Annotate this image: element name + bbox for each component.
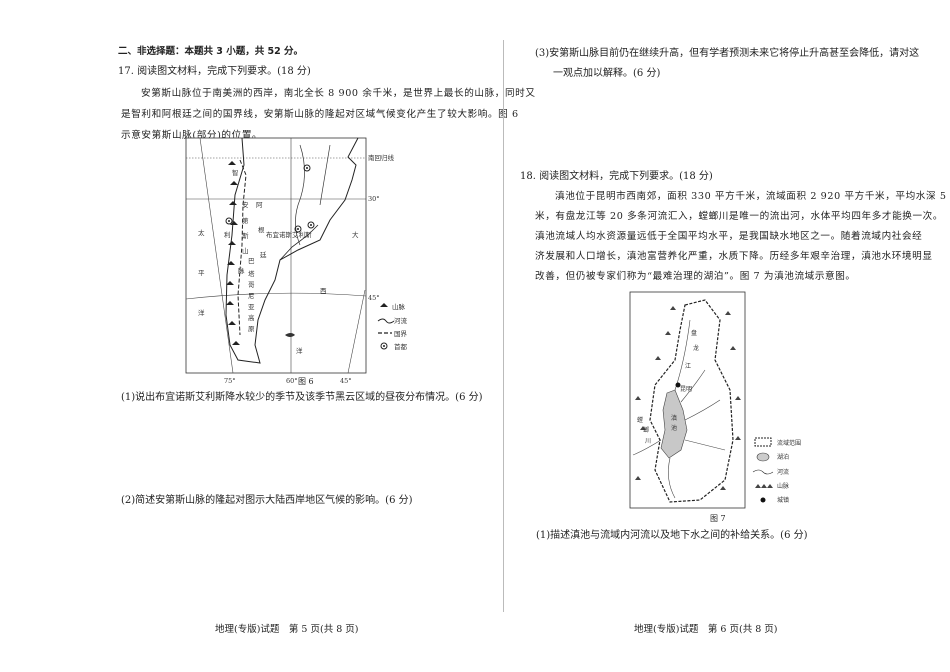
- q18-material-line: 滇池位于昆明市西南郊，面积 330 平方千米，流域面积 2 920 平方千米，平…: [555, 191, 947, 202]
- svg-text:亚: 亚: [248, 303, 255, 311]
- page-footer-5: 地理(专版)试题 第 5 页(共 8 页): [215, 624, 359, 635]
- basin-boundary: [649, 299, 734, 503]
- svg-text:螳: 螳: [637, 416, 643, 424]
- svg-text:盘: 盘: [691, 329, 697, 337]
- svg-text:西: 西: [320, 287, 327, 295]
- svg-text:根: 根: [258, 225, 265, 234]
- svg-text:山脉: 山脉: [777, 482, 789, 490]
- question-18-stem: 18. 阅读图文材料，完成下列要求。(18 分): [520, 171, 713, 182]
- svg-text:巴: 巴: [248, 257, 255, 265]
- svg-text:大: 大: [352, 230, 359, 239]
- svg-text:太: 太: [198, 228, 205, 237]
- lake-dianchi: [660, 389, 688, 459]
- q17-material-line: 示意安第斯山脉(部分)的位置。: [121, 130, 263, 141]
- svg-text:安: 安: [242, 200, 249, 209]
- svg-text:山脉: 山脉: [392, 302, 406, 311]
- svg-text:塔: 塔: [248, 269, 255, 278]
- capital-icon: [380, 342, 388, 350]
- lon-label: 75°: [224, 377, 236, 385]
- svg-text:城镇: 城镇: [777, 496, 789, 504]
- svg-text:原: 原: [248, 325, 255, 333]
- tropic-label: 南回归线: [368, 153, 395, 162]
- lat-label: 30°: [368, 195, 380, 203]
- lon-label: 60°: [286, 377, 298, 385]
- svg-text:川: 川: [645, 438, 651, 445]
- q17-sub3-line: 一观点加以解释。(6 分): [553, 68, 661, 79]
- svg-text:廷: 廷: [260, 250, 267, 259]
- svg-text:洋: 洋: [296, 346, 303, 355]
- section-title: 二、非选择题：本题共 3 小题，共 52 分。: [118, 46, 304, 57]
- figure-6-legend: 山脉 河流 国界 首都: [377, 302, 408, 351]
- svg-text:高: 高: [248, 313, 255, 322]
- page-divider: [503, 40, 504, 612]
- buenos-aires-label: 布宜诺斯艾利斯: [266, 230, 312, 239]
- mountain-icon: [380, 303, 388, 307]
- svg-text:阿: 阿: [256, 200, 263, 209]
- svg-text:龙: 龙: [693, 344, 699, 352]
- question-17-stem: 17. 阅读图文材料，完成下列要求。(18 分): [118, 66, 311, 77]
- svg-text:河流: 河流: [394, 316, 408, 325]
- svg-text:首都: 首都: [394, 342, 408, 351]
- basin-boundary-icon: [754, 437, 772, 447]
- q17-sub1: (1)说出布宜诺斯艾利斯降水较少的季节及该季节黑云区域的昼夜分布情况。(6 分): [121, 392, 483, 403]
- svg-text:河流: 河流: [777, 468, 789, 476]
- svg-text:斯: 斯: [242, 231, 249, 240]
- figure-7-caption: 图 7: [710, 514, 726, 523]
- svg-text:滇: 滇: [671, 414, 677, 422]
- lon-label: 45°: [340, 377, 352, 385]
- svg-text:江: 江: [685, 363, 691, 370]
- q17-material-line: 安第斯山脉位于南美洲的西岸，南北全长 8 900 余千米，是世界上最长的山脉，同…: [141, 88, 536, 99]
- svg-text:山: 山: [242, 246, 249, 255]
- svg-text:池: 池: [671, 424, 677, 432]
- svg-text:洋: 洋: [198, 308, 205, 317]
- svg-text:流域范围: 流域范围: [777, 439, 801, 447]
- q18-material-line: 滇池流域人均水资源量远低于全国平均水平，是我国缺水地区之一。随着流域内社会经: [535, 231, 923, 242]
- q17-material-line: 是智利和阿根廷之间的国界线，安第斯山脉的隆起对区域气候变化产生了较大影响。图 6: [121, 109, 519, 120]
- svg-text:平: 平: [198, 269, 205, 277]
- q18-material-line: 米，有盘龙江等 20 多条河流汇入，螳螂川是唯一的流出河，水体平均四年多才能换一…: [535, 211, 944, 222]
- kunming-label: 昆明: [680, 386, 692, 393]
- lake-icon: [756, 452, 770, 462]
- svg-text:国界: 国界: [394, 330, 408, 338]
- q18-material-line: 济发展和人口增长，滇池富营养化严重，水质下降。历经多年艰辛治理，滇池水环境明显: [535, 251, 933, 262]
- capital-marker: [225, 164, 315, 233]
- svg-text:利: 利: [224, 230, 231, 239]
- town-icon: [760, 497, 766, 503]
- figure-6-andes-map: 南回归线 30° 45° 75° 60° 45° 布宜诺斯艾利斯 智 利 阿 根…: [185, 137, 408, 385]
- svg-text:螂: 螂: [643, 426, 649, 434]
- river-icon: [752, 469, 774, 475]
- svg-text:尼: 尼: [248, 292, 255, 300]
- q18-sub1: (1)描述滇池与流域内河流以及地下水之间的补给关系。(6 分): [536, 530, 808, 541]
- q17-sub2: (2)简述安第斯山脉的隆起对图示大陆西岸地区气候的影响。(6 分): [121, 495, 413, 506]
- figure-7-dianchi-map: 盘 龙 江 昆明 滇 池 螳 螂 川 流域范围 湖泊 河流 山脉 城镇: [629, 291, 801, 509]
- svg-text:脉: 脉: [238, 266, 245, 275]
- q18-material-line: 改善，但仍被专家们称为“最难治理的湖泊”。图 7 为滇池流域示意图。: [535, 271, 856, 282]
- svg-text:湖泊: 湖泊: [777, 453, 789, 461]
- svg-text:哥: 哥: [248, 281, 255, 289]
- river-icon: [377, 318, 395, 324]
- mountain-icon: [755, 484, 773, 488]
- page-footer-6: 地理(专版)试题 第 6 页(共 8 页): [634, 624, 778, 635]
- svg-text:智: 智: [232, 168, 239, 177]
- svg-text:第: 第: [242, 216, 249, 225]
- q17-sub3-line: (3)安第斯山脉目前仍在继续升高，但有学者预测未来它将停止升高甚至会降低，请对这: [535, 48, 920, 59]
- kunming-town: [675, 382, 681, 388]
- figure-7-legend: 流域范围 湖泊 河流 山脉 城镇: [752, 437, 801, 504]
- lat-label: 45°: [368, 294, 380, 302]
- figure-6-caption: 图 6: [298, 377, 314, 386]
